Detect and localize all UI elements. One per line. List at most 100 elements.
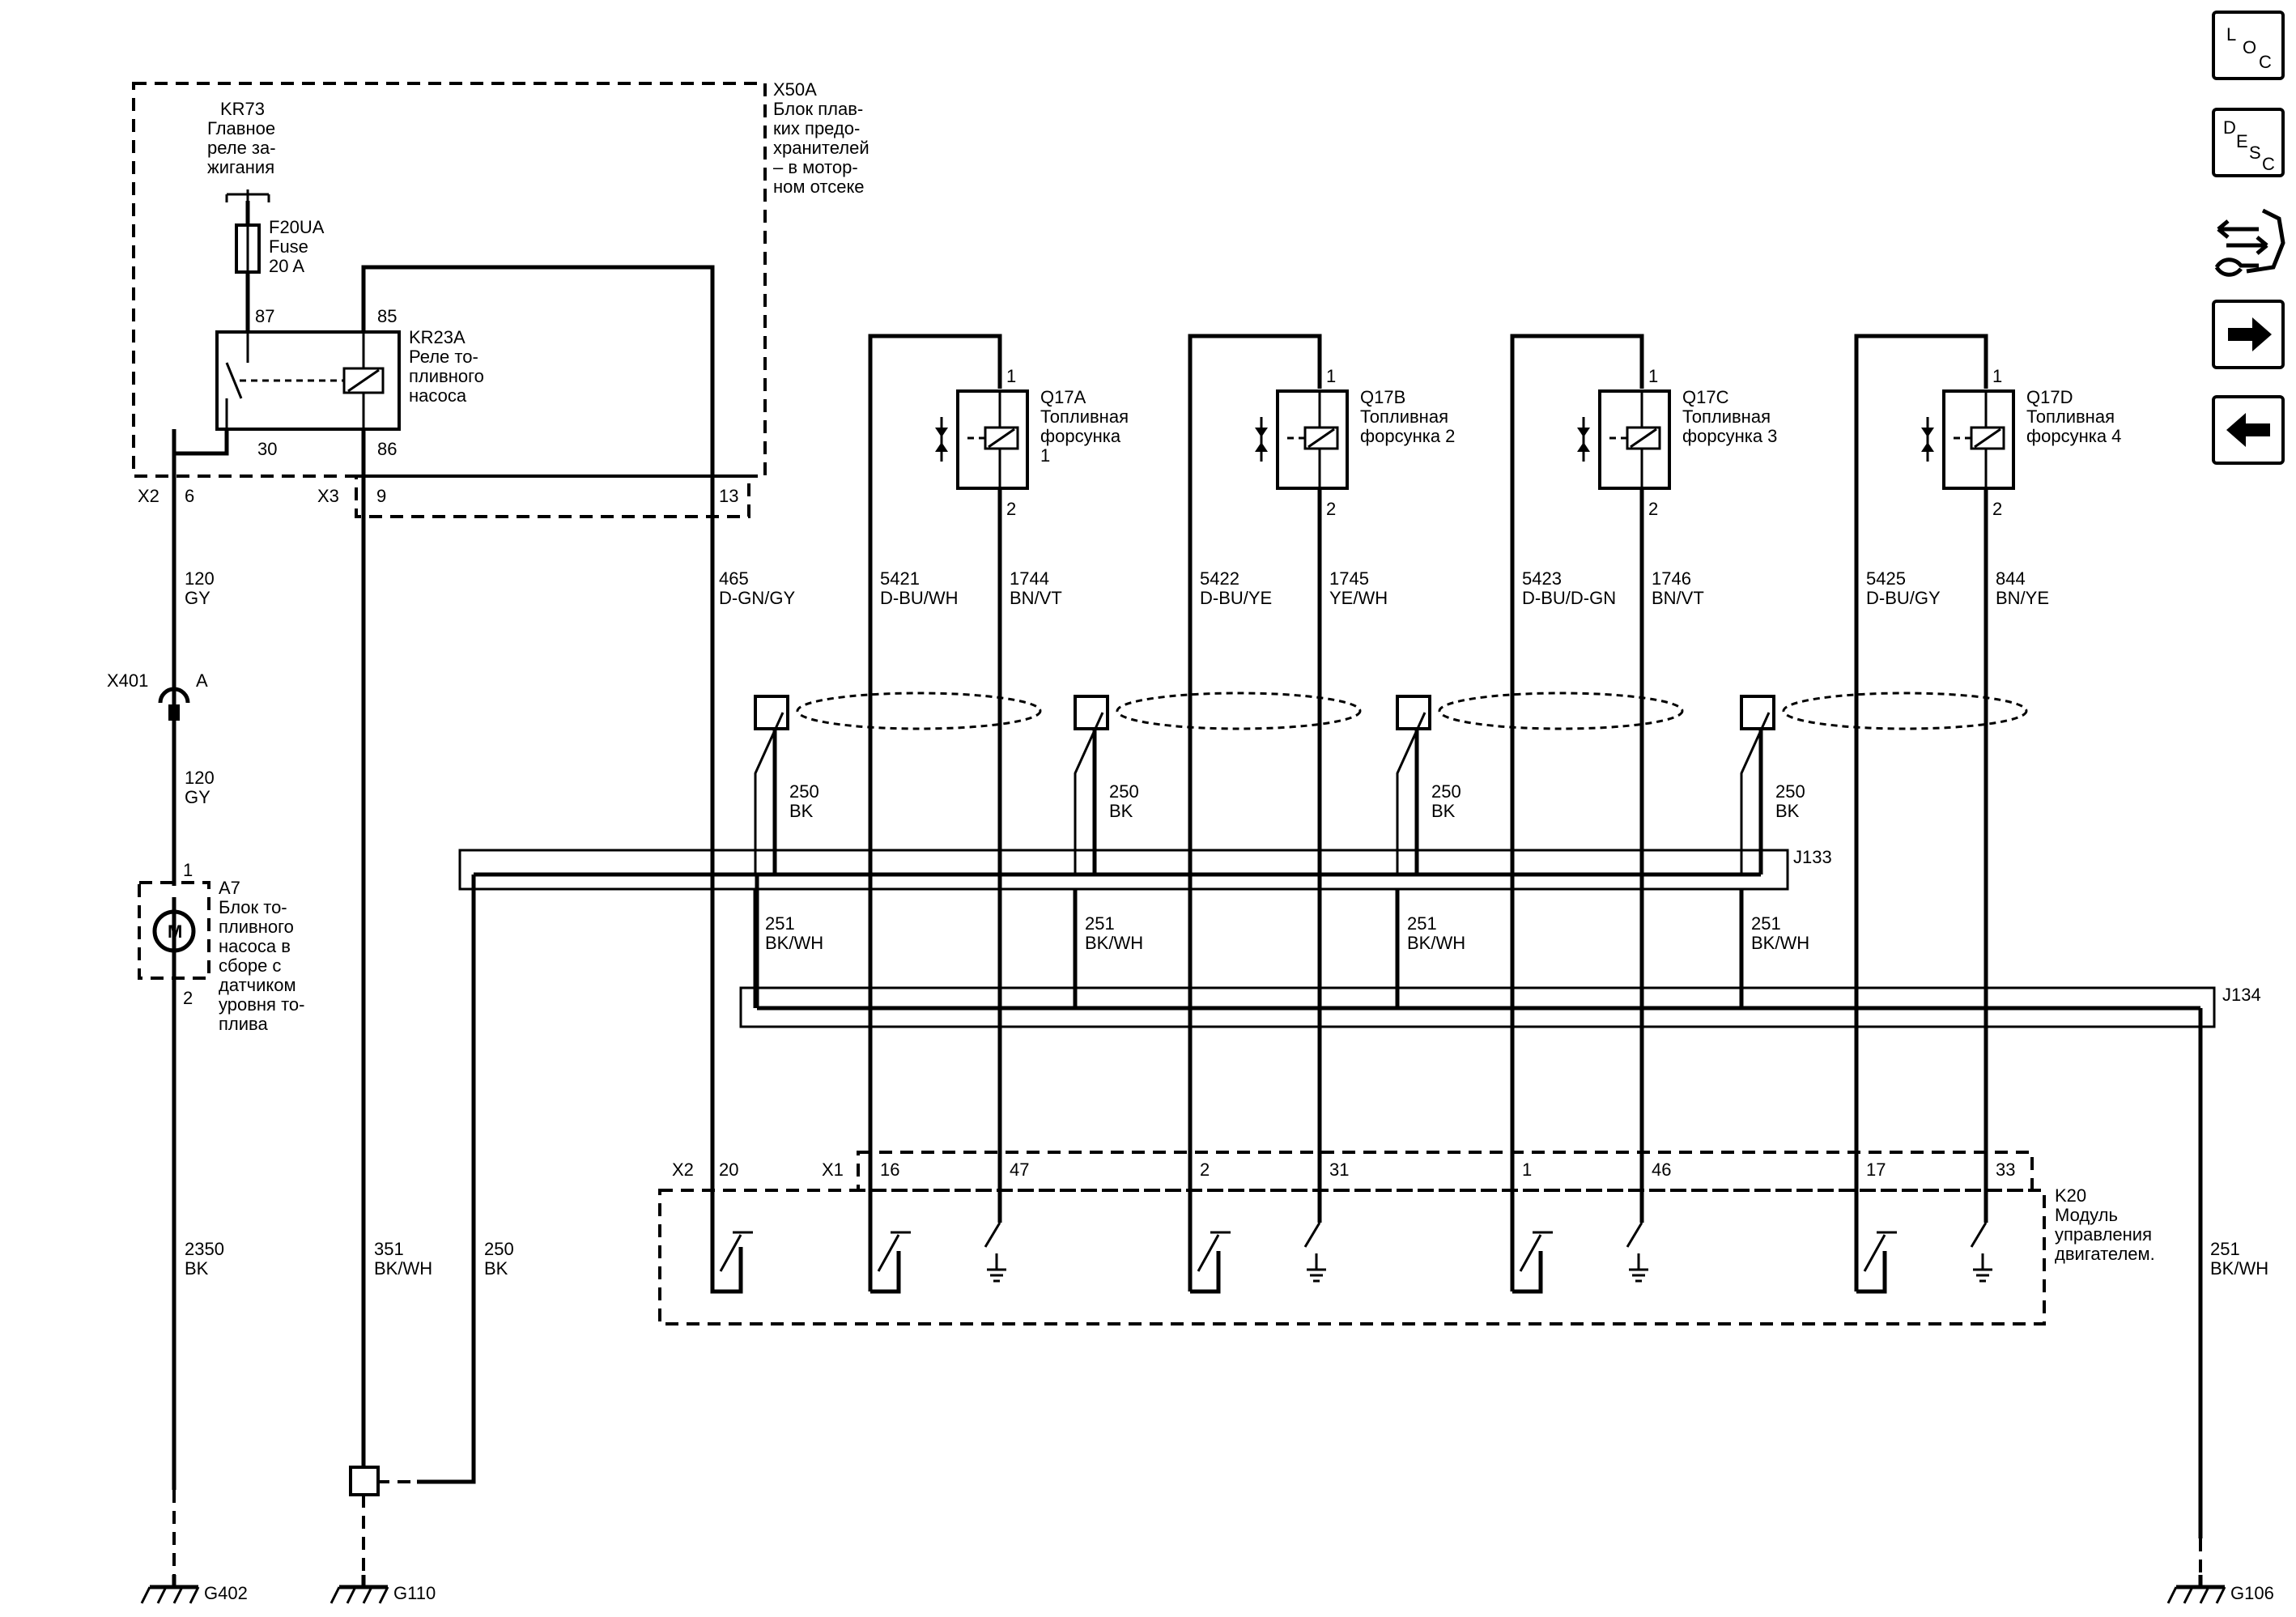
ground-g110: G110 (330, 1495, 436, 1604)
injector-pin-1: 1 (1992, 366, 2002, 386)
ecm-pin-b: 46 (1652, 1160, 1671, 1180)
relay-name-3: насоса (409, 385, 467, 406)
loc-letter-c: C (2259, 52, 2272, 72)
main-relay-name-3: жигания (207, 157, 274, 177)
wire-465-color: D-GN/GY (719, 588, 795, 608)
wire-drain-num: 251 (765, 913, 795, 934)
next-page-button[interactable] (2212, 300, 2285, 369)
injector-q17a: 12Q17AТопливнаяфорсунка15421D-BU/WH1744B… (753, 334, 1129, 1294)
pump-name-2: пливного (219, 917, 294, 937)
main-relay-id: KR73 (220, 99, 265, 119)
splice-j134: J134 (739, 874, 2261, 1538)
injector-pin-2: 2 (1648, 499, 1658, 519)
injector-name-1: Топливная (1682, 406, 1771, 427)
wire-drain-color: BK/WH (765, 933, 823, 953)
wire-shield-color: BK (1775, 801, 1800, 821)
relay-id: KR23A (409, 327, 466, 347)
ecm-pin-a: 17 (1866, 1160, 1886, 1180)
ground-g402-label: G402 (204, 1583, 248, 1603)
pump-name-4: сборе с (219, 955, 281, 976)
connector-x3-pin: 9 (376, 486, 386, 506)
fuse-block-name-2: ких предо- (773, 118, 860, 138)
connector-x3-pin13: 13 (719, 486, 738, 506)
wire-shield-num: 250 (789, 781, 819, 802)
wire-ctrl-num: 5421 (880, 568, 920, 589)
wire-120b-num: 120 (185, 768, 215, 788)
relay-name-2: пливного (409, 366, 484, 386)
pump-name-7: плива (219, 1014, 268, 1034)
fuse-block-id: X50A (773, 79, 817, 100)
wire-signal-color: BN/VT (1652, 588, 1704, 608)
desc-button[interactable]: D E S C (2212, 108, 2285, 177)
wire-shield-color: BK (1431, 801, 1456, 821)
relay-pin-30: 30 (257, 439, 277, 459)
relay-pin-85: 85 (377, 306, 397, 326)
desc-letter-s: S (2249, 143, 2261, 163)
wire-signal-num: 1744 (1010, 568, 1049, 589)
injector-pin-1: 1 (1648, 366, 1658, 386)
ecm-pin-a: 2 (1200, 1160, 1210, 1180)
ecm-connector-x2: X2 (672, 1160, 694, 1180)
injector-name-1: Топливная (1360, 406, 1448, 427)
ecm-pin-b: 33 (1996, 1160, 2015, 1180)
pump-name-5: датчиком (219, 975, 296, 995)
wire-signal-num: 1746 (1652, 568, 1691, 589)
wire-drain-num: 251 (1407, 913, 1437, 934)
injector-group: 12Q17AТопливнаяфорсунка15421D-BU/WH1744B… (753, 334, 2121, 1294)
wire-351-color: BK/WH (374, 1258, 432, 1279)
ecm-pin-a: 16 (880, 1160, 899, 1180)
fuel-pump-relay-kr23a: 87 85 30 86 KR23A Реле то- пливного насо… (215, 306, 484, 459)
desc-letter-d: D (2223, 117, 2236, 138)
ecm-name-2: управления (2055, 1224, 2152, 1245)
ecm-connector-x2-pin: 20 (719, 1160, 738, 1180)
wire-shield-color: BK (1109, 801, 1133, 821)
ground-g106-label: G106 (2230, 1583, 2274, 1603)
injector-pin-2: 2 (1006, 499, 1016, 519)
ground-g110-label: G110 (393, 1583, 436, 1603)
injector-pin-2: 2 (1992, 499, 2002, 519)
relay-pin-86: 86 (377, 439, 397, 459)
injector-pin-1: 1 (1326, 366, 1336, 386)
connector-view-button[interactable] (2213, 198, 2285, 279)
loc-button[interactable]: L O C (2212, 11, 2285, 80)
wire-shield-num: 250 (1775, 781, 1805, 802)
injector-name-1: Топливная (2026, 406, 2115, 427)
wire-drain-num: 251 (1751, 913, 1781, 934)
injector-id: Q17B (1360, 387, 1405, 407)
fuel-pump-a7: M 1 2 A7 Блок то- пливного насоса в сбор… (138, 860, 304, 1034)
ecm-id: K20 (2055, 1185, 2086, 1206)
ecm-k20: X2 20 X1 K20 Модуль управления двигателе… (658, 1151, 2155, 1326)
wire-ctrl-color: D-BU/YE (1200, 588, 1272, 608)
fuse-block-name-4: – в мотор- (773, 157, 858, 177)
injector-id: Q17D (2026, 387, 2073, 407)
pump-name-1: Блок то- (219, 897, 287, 917)
connector-x401: X401 A (107, 670, 208, 721)
wire-2350-color: BK (185, 1258, 209, 1279)
relay-name-1: Реле то- (409, 347, 478, 367)
injector-pin-1: 1 (1006, 366, 1016, 386)
prev-page-button[interactable] (2212, 395, 2285, 465)
arrow-right-icon (2228, 317, 2272, 351)
wire-120a-num: 120 (185, 568, 215, 589)
main-relay-name-1: Главное (207, 118, 275, 138)
loc-letter-o: O (2243, 37, 2256, 57)
pump-pin-1: 1 (183, 860, 193, 880)
fuse-type: Fuse (269, 236, 308, 257)
splice-j133-label: J133 (1793, 847, 1832, 867)
connector-x401-id: X401 (107, 670, 148, 691)
ecm-name-3: двигателем. (2055, 1244, 2155, 1264)
relay-pin-87: 87 (255, 306, 274, 326)
wire-shield-num: 250 (1109, 781, 1139, 802)
ecm-connector-x1: X1 (822, 1160, 844, 1180)
wire-351-num: 351 (374, 1239, 404, 1259)
fuse-f20ua: F20UA Fuse 20 A (235, 201, 325, 332)
wire-drain-num: 251 (1085, 913, 1115, 934)
wire-ctrl-num: 5425 (1866, 568, 1906, 589)
wire-465-num: 465 (719, 568, 749, 589)
wire-drain-color: BK/WH (1407, 933, 1465, 953)
wire-250-left-num: 250 (484, 1239, 514, 1259)
wire-120b-color: GY (185, 787, 210, 807)
connector-tool-icon (2214, 208, 2285, 277)
